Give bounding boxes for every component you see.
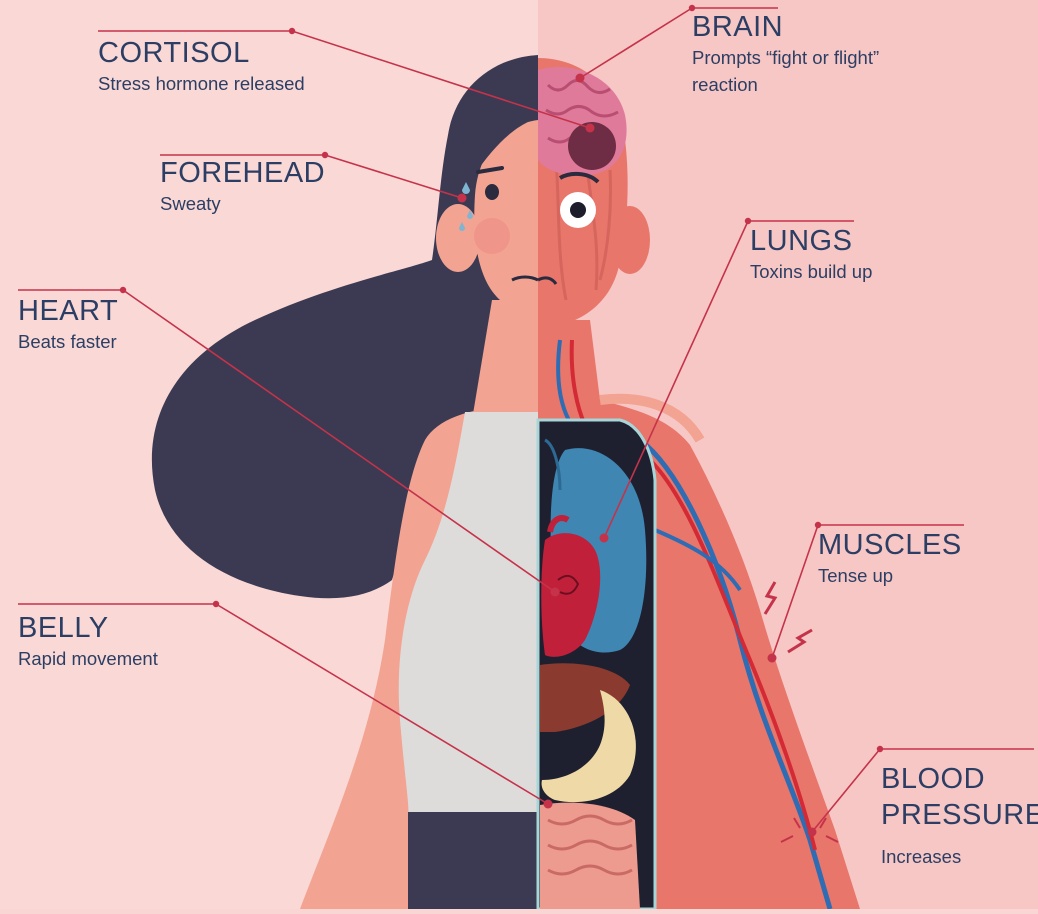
dot-brain [576,74,585,83]
ear-right [610,206,650,274]
dot-blood-pressure-line [877,746,883,752]
pants [408,812,538,909]
label-belly-title: BELLY [18,613,158,643]
label-forehead-title: FOREHEAD [160,158,325,188]
ear-left [436,204,480,272]
pupil-right [570,202,586,218]
label-brain-desc-1: Prompts “fight or flight” [692,45,879,72]
dot-cortisol [586,124,595,133]
intestines [540,803,640,909]
label-heart: HEART Beats faster [18,296,118,356]
label-blood-pressure-title-2: PRESSURE [881,800,1038,832]
label-forehead-desc: Sweaty [160,191,325,218]
dot-cortisol-line [289,28,295,34]
label-cortisol: CORTISOL Stress hormone released [98,38,305,98]
label-belly-desc: Rapid movement [18,646,158,673]
dot-belly [544,800,553,809]
dot-forehead [458,194,467,203]
label-brain: BRAIN Prompts “fight or flight” reaction [692,12,879,99]
label-brain-desc-2: reaction [692,72,879,99]
dot-lungs [600,534,609,543]
eye-left [485,184,499,200]
label-muscles-title: MUSCLES [818,530,962,560]
dot-blood-pressure [808,828,817,837]
label-lungs-desc: Toxins build up [750,259,872,286]
label-lungs: LUNGS Toxins build up [750,226,872,286]
dot-muscles [768,654,777,663]
label-belly: BELLY Rapid movement [18,613,158,673]
dot-heart [551,588,560,597]
label-forehead: FOREHEAD Sweaty [160,158,325,218]
label-lungs-title: LUNGS [750,226,872,256]
label-muscles-desc: Tense up [818,563,962,590]
label-cortisol-desc: Stress hormone released [98,71,305,98]
dot-heart-line [120,287,126,293]
label-blood-pressure-desc: Increases [881,844,1038,871]
dot-muscles-line [815,522,821,528]
dot-belly-line [213,601,219,607]
label-blood-pressure: BLOOD PRESSURE Increases [881,758,1038,871]
label-cortisol-title: CORTISOL [98,38,305,68]
label-blood-pressure-title-1: BLOOD [881,758,1038,800]
label-brain-title: BRAIN [692,12,879,42]
label-heart-desc: Beats faster [18,329,118,356]
label-heart-title: HEART [18,296,118,326]
cheek-blush [474,218,510,254]
label-muscles: MUSCLES Tense up [818,530,962,590]
dot-lungs-line [745,218,751,224]
